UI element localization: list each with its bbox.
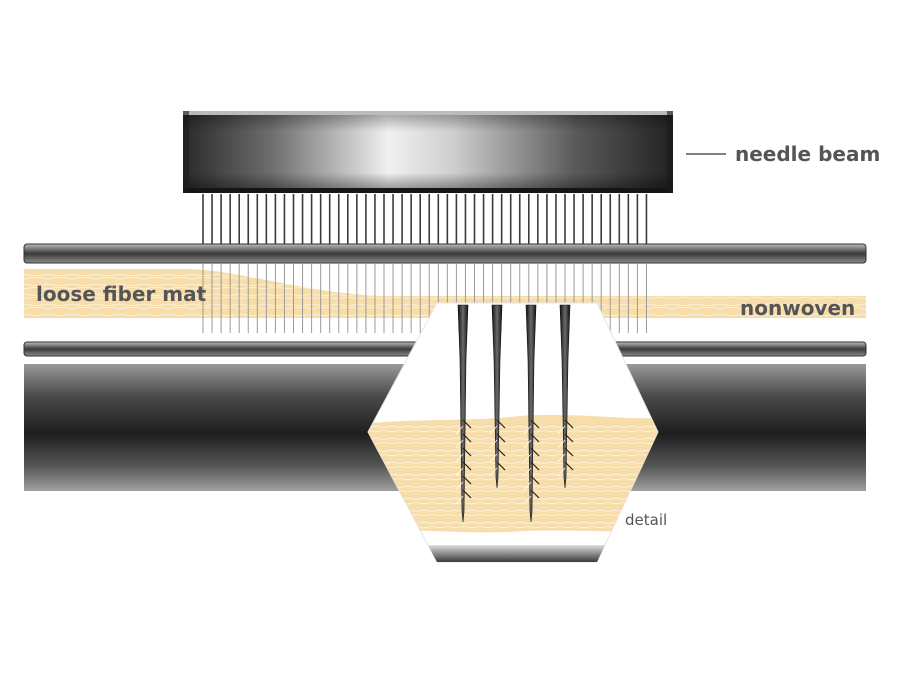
detail-needle [523, 304, 540, 523]
entangled-fiber [489, 439, 498, 449]
needle-barb [530, 475, 540, 485]
needle-row [202, 194, 648, 244]
needle-barb [564, 447, 574, 457]
needle-beam [183, 111, 673, 193]
needle-barb [496, 447, 506, 457]
needle-barb [530, 433, 540, 443]
nonwoven-label: nonwoven [740, 296, 855, 320]
detail-needle-shaft [559, 304, 571, 489]
detail-fiber-strand [368, 485, 658, 488]
detail-base-plate [368, 545, 658, 562]
entangled-fiber [455, 439, 464, 449]
detail-needle-shaft [491, 304, 503, 489]
detail-fiber-strand [368, 454, 658, 457]
entangled-fiber [489, 425, 498, 435]
entangled-fiber [523, 439, 532, 449]
detail-label: detail [625, 511, 667, 529]
entangled-fiber [455, 453, 464, 463]
detail-fiber-strand [368, 490, 658, 493]
entangled-fiber [455, 495, 464, 505]
needle-barb [530, 447, 540, 457]
needle-barb [564, 433, 574, 443]
needle-barb [530, 489, 540, 499]
needle-barb [462, 475, 472, 485]
needle-barb [530, 461, 540, 471]
needle-barb [496, 433, 506, 443]
detail-needle [557, 304, 574, 489]
entangled-fiber [489, 453, 498, 463]
detail-needles [455, 304, 574, 523]
entangled-fiber [557, 425, 566, 435]
needle-barb [462, 461, 472, 471]
needle-barb [496, 419, 506, 429]
detail-needle-shaft [457, 304, 469, 523]
entangled-fiber [455, 481, 464, 491]
detail-fiber-strand [368, 466, 658, 469]
detail-fiber-strand [368, 449, 658, 452]
needle-barb [530, 419, 540, 429]
entangled-fiber [455, 425, 464, 435]
detail-needle [455, 304, 472, 523]
detail-needle [489, 304, 506, 489]
detail-fiber-strand [368, 473, 658, 476]
stripper-plate [23, 243, 867, 264]
needle-barb [496, 461, 506, 471]
detail-fiber-strand [368, 425, 658, 428]
entangled-fiber [557, 439, 566, 449]
detail-fiber-strand [368, 430, 658, 433]
detail-fiber-strand [368, 478, 658, 481]
entangled-fiber [523, 425, 532, 435]
entangled-fiber [489, 467, 498, 477]
entangled-fiber [557, 453, 566, 463]
detail-fiber-strand [368, 442, 658, 445]
needle-barb [462, 419, 472, 429]
entangled-fiber [455, 467, 464, 477]
loose-fiber-mat-label: loose fiber mat [36, 282, 207, 306]
detail-needle-shaft [525, 304, 537, 523]
entangled-fiber [523, 495, 532, 505]
fiber-web-shape [24, 269, 866, 318]
needle-barb [564, 461, 574, 471]
entangled-fiber [523, 467, 532, 477]
entangled-fiber [523, 453, 532, 463]
needle-beam-label: needle beam [735, 142, 880, 166]
detail-fiber-strand [368, 437, 658, 440]
entangled-fiber [523, 481, 532, 491]
detail-fiber-strand [368, 461, 658, 464]
needle-barb [462, 489, 472, 499]
needle-barb [462, 447, 472, 457]
detail-view [367, 302, 659, 563]
needle-barb [564, 419, 574, 429]
needle-barb [462, 433, 472, 443]
entangled-fiber [557, 467, 566, 477]
